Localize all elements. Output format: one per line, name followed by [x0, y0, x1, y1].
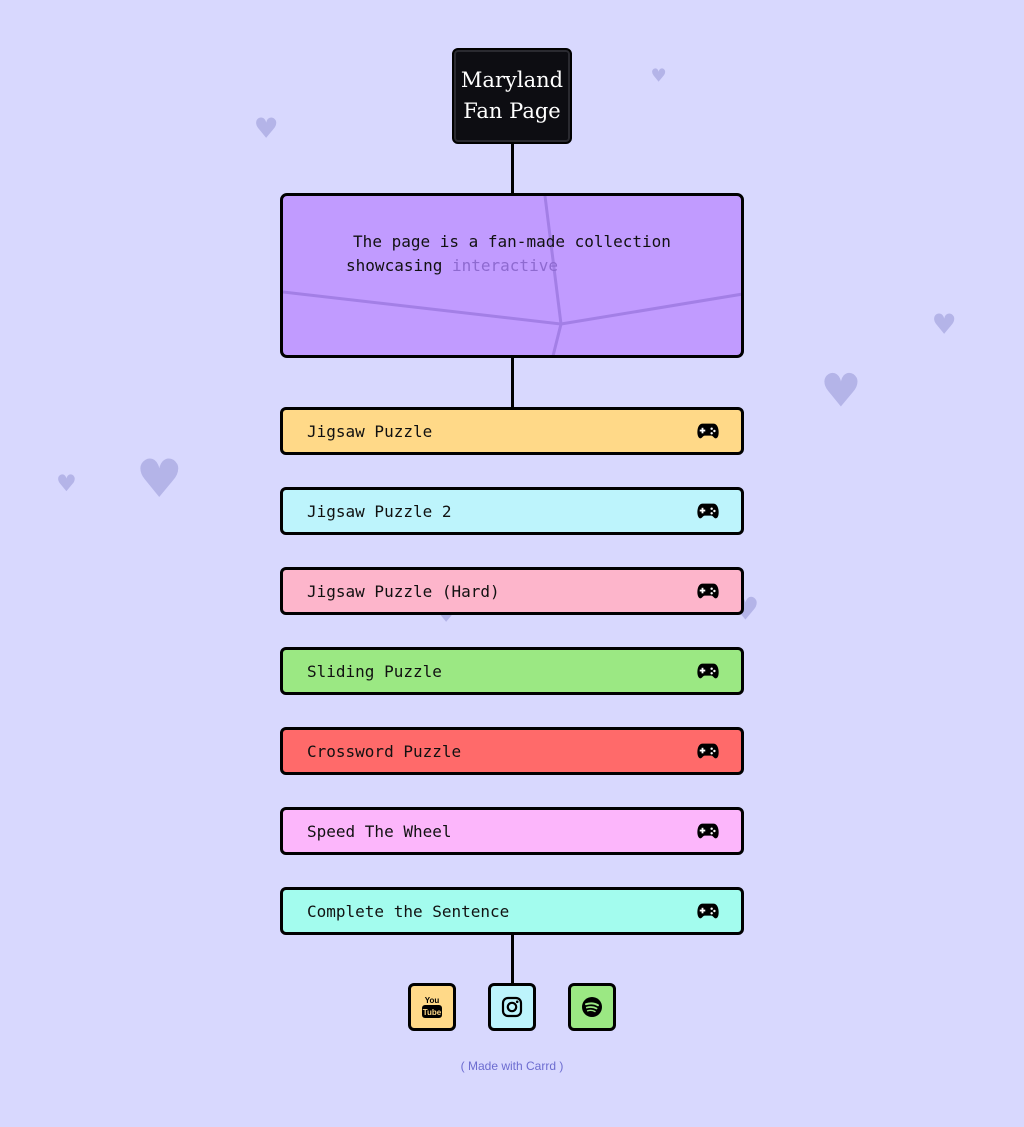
svg-text:Tube: Tube [423, 1008, 442, 1017]
game-button-crossword-puzzle[interactable]: Crossword Puzzle [280, 727, 744, 775]
intro-line2: showcasing interactive [283, 254, 741, 278]
connector-line [511, 356, 514, 408]
intro-line2-faded: interactive [452, 256, 558, 275]
gamepad-icon [697, 663, 719, 679]
made-with-carrd-link[interactable]: ( Made with Carrd ) [460, 1059, 564, 1073]
page-title-line2: Fan Page [463, 99, 561, 123]
heart-decoration: ♥ [140, 443, 179, 517]
game-button-speed-the-wheel[interactable]: Speed The Wheel [280, 807, 744, 855]
spotify-icon [582, 997, 602, 1017]
youtube-button[interactable]: You Tube [408, 983, 456, 1031]
gamepad-icon [697, 583, 719, 599]
heart-decoration: ♥ [58, 467, 75, 500]
game-button-label: Crossword Puzzle [307, 741, 462, 761]
game-button-label: Speed The Wheel [307, 821, 452, 841]
spotify-button[interactable] [568, 983, 616, 1031]
intro-card: The page is a fan-made collection showca… [280, 193, 744, 358]
heart-decoration: ♥ [652, 64, 666, 89]
game-button-label: Jigsaw Puzzle (Hard) [307, 581, 500, 601]
connector-line [511, 144, 514, 194]
game-button-label: Sliding Puzzle [307, 661, 442, 681]
intro-line1: The page is a fan-made collection [353, 232, 671, 251]
youtube-icon: You Tube [422, 996, 442, 1018]
gamepad-icon [697, 423, 719, 439]
connector-line [511, 932, 514, 984]
page-title: Maryland Fan Page [452, 48, 572, 144]
instagram-icon [501, 996, 523, 1018]
game-button-jigsaw-puzzle-2[interactable]: Jigsaw Puzzle 2 [280, 487, 744, 535]
game-button-label: Complete the Sentence [307, 901, 510, 921]
intro-crack-decoration [283, 196, 741, 355]
game-button-label: Jigsaw Puzzle 2 [307, 501, 452, 521]
heart-decoration: ♥ [934, 305, 955, 345]
game-button-jigsaw-puzzle[interactable]: Jigsaw Puzzle [280, 407, 744, 455]
intro-text: The page is a fan-made collection showca… [283, 230, 741, 278]
svg-text:You: You [425, 996, 440, 1005]
intro-line2-prefix: showcasing [346, 256, 452, 275]
game-button-complete-the-sentence[interactable]: Complete the Sentence [280, 887, 744, 935]
game-button-label: Jigsaw Puzzle [307, 421, 433, 441]
game-button-sliding-puzzle[interactable]: Sliding Puzzle [280, 647, 744, 695]
heart-decoration: ♥ [256, 109, 277, 149]
gamepad-icon [697, 743, 719, 759]
instagram-button[interactable] [488, 983, 536, 1031]
page-title-line1: Maryland [460, 68, 564, 92]
gamepad-icon [697, 903, 719, 919]
gamepad-icon [697, 503, 719, 519]
game-button-jigsaw-puzzle-hard[interactable]: Jigsaw Puzzle (Hard) [280, 567, 744, 615]
gamepad-icon [697, 823, 719, 839]
heart-decoration: ♥ [824, 359, 858, 424]
